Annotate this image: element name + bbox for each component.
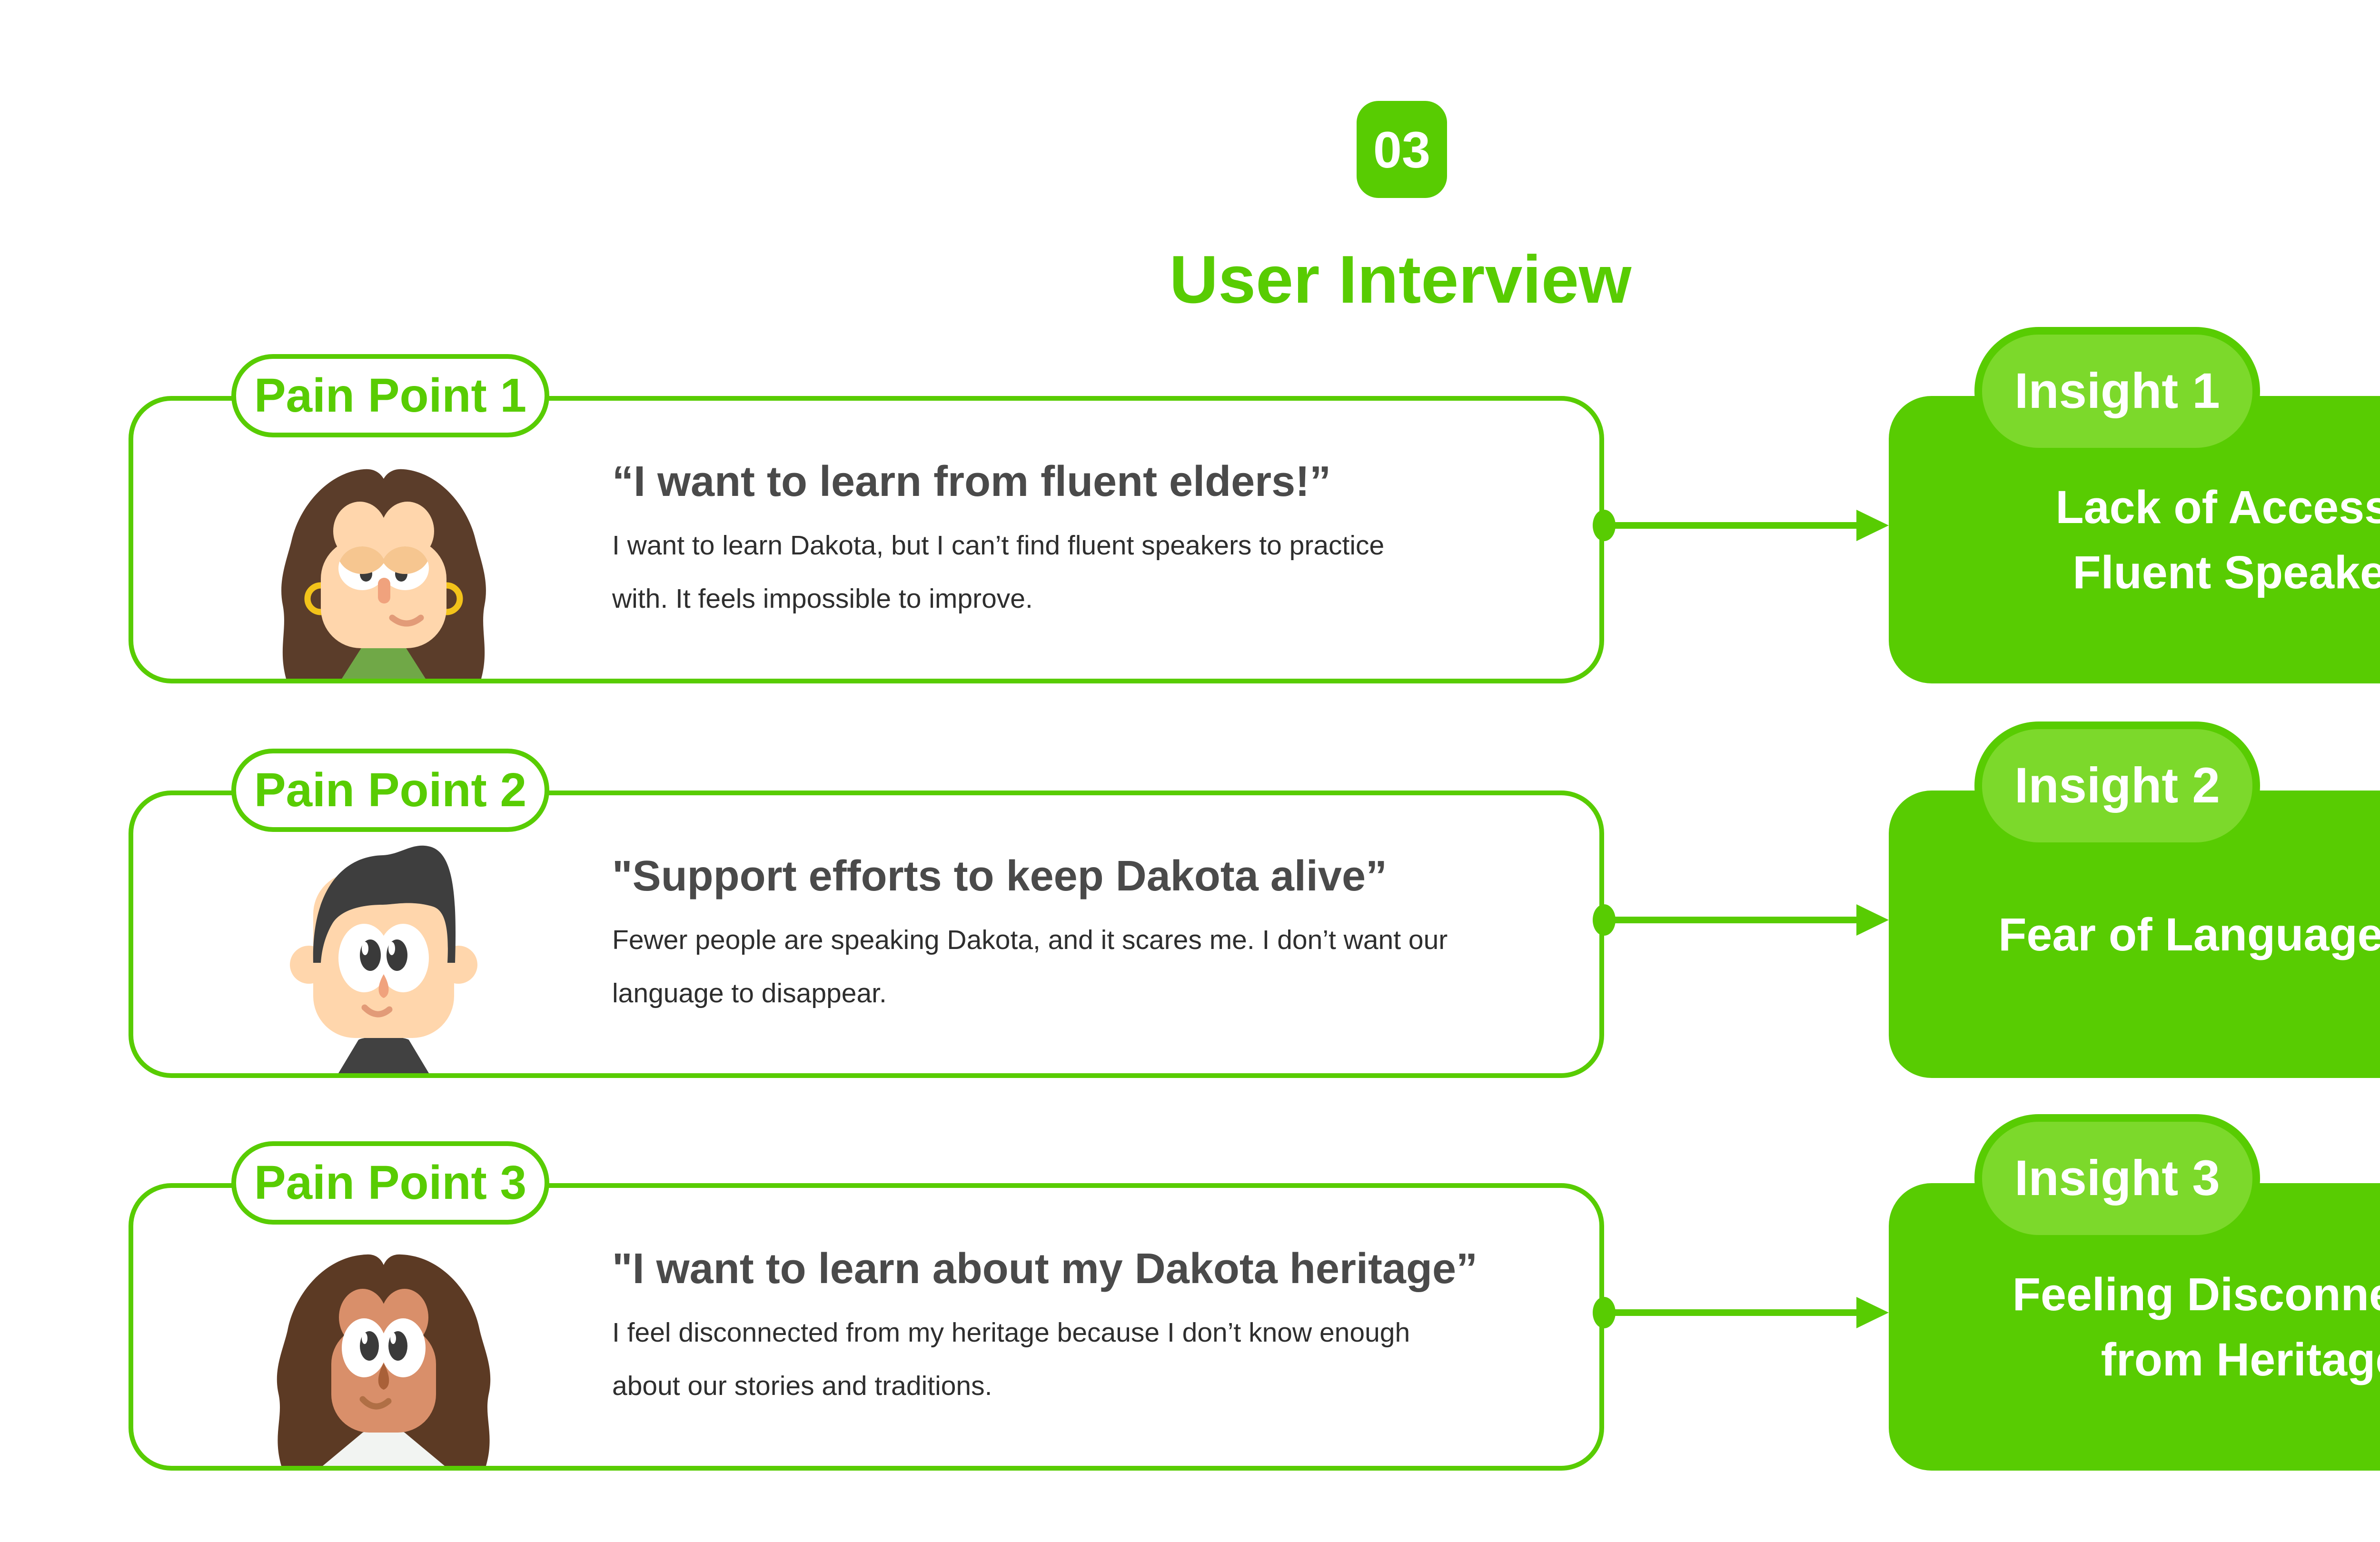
insight-text: Feeling Disconnectedfrom Heritage <box>2012 1268 2380 1385</box>
pain-point-label: Pain Point 2 <box>231 749 549 832</box>
insight-label: Insight 2 <box>1974 722 2260 850</box>
pain-insight-row: Pain Point 2 "Support efforts to keep Da… <box>0 722 2380 1078</box>
arrow-connector <box>1593 510 1889 541</box>
connector-line <box>1604 1309 1857 1316</box>
insight-label-text: Insight 3 <box>2014 1150 2220 1206</box>
insight-text: Fear of Language Loss <box>1998 908 2380 960</box>
connector-line <box>1604 917 1857 923</box>
pain-point-card: Pain Point 2 "Support efforts to keep Da… <box>129 749 1604 1078</box>
pain-point-label: Pain Point 3 <box>231 1141 549 1225</box>
insight-card: Insight 2 Fear of Language Loss <box>1889 722 2380 1078</box>
insight-card: Insight 1 Lack of Access toFluent Speake… <box>1889 327 2380 683</box>
avatar-man-short-dark-hair <box>241 835 526 1073</box>
insight-label: Insight 3 <box>1974 1114 2260 1243</box>
avatar-woman-long-dark-hair <box>241 1228 526 1466</box>
arrow-connector <box>1593 904 1889 936</box>
quote-body: I feel disconnected from my heritage bec… <box>612 1317 1410 1401</box>
insight-label-text: Insight 2 <box>2014 758 2220 813</box>
pain-point-label-text: Pain Point 2 <box>254 763 527 817</box>
page-title: User Interview <box>1169 242 1632 317</box>
quote-block: "I want to learn about my Dakota heritag… <box>612 1244 1593 1413</box>
quote-headline: "Support efforts to keep Dakota alive” <box>612 852 1387 900</box>
insight-label-text: Insight 1 <box>2014 363 2220 419</box>
pain-point-label: Pain Point 1 <box>231 354 549 437</box>
pain-insight-row: Pain Point 3 "I want to learn about my D… <box>0 1114 2380 1471</box>
insight-card: Insight 3 Feeling Disconnectedfrom Herit… <box>1889 1114 2380 1471</box>
pain-point-label-text: Pain Point 1 <box>254 369 527 422</box>
avatar-woman-long-brown-hair <box>241 441 526 679</box>
quote-body: I want to learn Dakota, but I can’t find… <box>612 530 1385 614</box>
pain-point-card: Pain Point 3 "I want to learn about my D… <box>129 1141 1604 1471</box>
quote-headline: “I want to learn from fluent elders!” <box>612 458 1331 505</box>
pain-insight-row: Pain Point 1 <box>0 327 2380 683</box>
pain-point-label-text: Pain Point 3 <box>254 1156 527 1209</box>
arrowhead-icon <box>1856 904 1889 936</box>
insight-label: Insight 1 <box>1974 327 2260 455</box>
arrowhead-icon <box>1856 510 1889 541</box>
quote-headline: "I want to learn about my Dakota heritag… <box>612 1245 1478 1293</box>
insight-text: Lack of Access toFluent Speakers <box>2055 481 2380 598</box>
quote-body: Fewer people are speaking Dakota, and it… <box>612 925 1448 1008</box>
quote-block: “I want to learn from fluent elders!” I … <box>612 457 1593 625</box>
pain-point-card: Pain Point 1 <box>129 354 1604 683</box>
arrowhead-icon <box>1856 1297 1889 1328</box>
arrow-connector <box>1593 1297 1889 1328</box>
quote-block: "Support efforts to keep Dakota alive” F… <box>612 851 1593 1020</box>
section-number-badge: 03 <box>1357 101 1447 198</box>
connector-line <box>1604 522 1857 529</box>
